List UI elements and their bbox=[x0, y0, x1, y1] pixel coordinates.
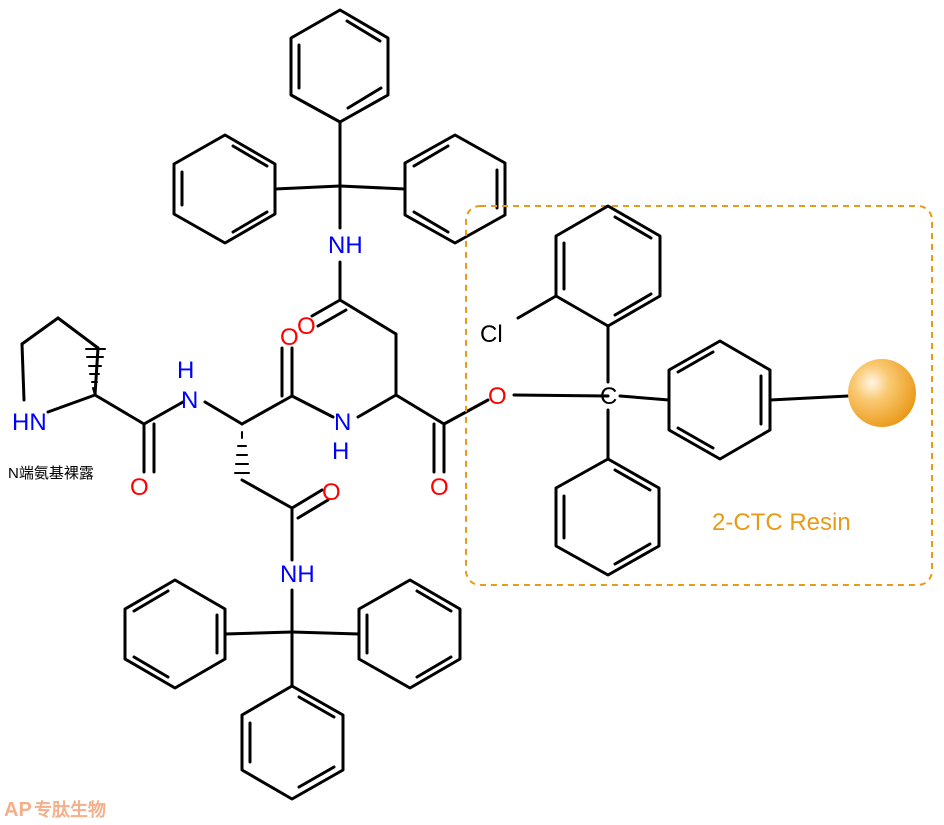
resin-bead bbox=[848, 359, 916, 427]
upper-side-nh-label: NH bbox=[328, 232, 363, 259]
n-terminus-note: N端氨基裸露 bbox=[8, 465, 94, 482]
bottom-left-phenyl-ring bbox=[123, 578, 227, 690]
peptide-backbone bbox=[142, 336, 610, 474]
bottom-trityl-group bbox=[123, 578, 462, 801]
resin-dashed-box bbox=[465, 205, 933, 586]
backbone-nh-1-label: N bbox=[181, 387, 198, 414]
top-trityl-group bbox=[172, 8, 507, 245]
chlorophenyl-ring bbox=[554, 204, 662, 328]
upper-side-carbonyl-o-label: O bbox=[297, 313, 316, 340]
pro-carbonyl-o-label: O bbox=[130, 474, 149, 501]
resin-label: 2-CTC Resin bbox=[712, 509, 851, 536]
watermark-logo: AP bbox=[4, 799, 32, 820]
resin-bottom-phenyl-ring bbox=[554, 457, 661, 577]
bottom-phenyl-ring bbox=[240, 684, 345, 801]
bottom-right-phenyl-ring bbox=[357, 578, 462, 690]
resin-group bbox=[465, 204, 933, 586]
top-phenyl-ring bbox=[289, 8, 390, 124]
proline-ring bbox=[20, 316, 146, 426]
glycine-h-label: H bbox=[177, 357, 194, 384]
linker-phenyl-ring bbox=[667, 339, 772, 461]
watermark: AP 专肽生物 bbox=[4, 799, 106, 821]
lower-side-nh-label: NH bbox=[280, 561, 315, 588]
lower-asn-sidechain bbox=[234, 431, 330, 634]
proline-nh-label: HN bbox=[12, 409, 47, 436]
trityl-c-label: C bbox=[600, 383, 617, 410]
mid-carbonyl-o-label: O bbox=[280, 324, 299, 351]
ester-o-label: O bbox=[488, 383, 507, 410]
upper-asn-sidechain bbox=[310, 260, 398, 392]
lower-side-carbonyl-o-label: O bbox=[322, 479, 341, 506]
ester-carbonyl-o-label: O bbox=[430, 474, 449, 501]
watermark-text: 专肽生物 bbox=[34, 799, 106, 820]
chloro-label: Cl bbox=[480, 321, 503, 348]
top-right-phenyl-ring bbox=[403, 133, 507, 245]
backbone-nh-2-h-label: H bbox=[332, 438, 349, 465]
backbone-nh-2-n-label: N bbox=[334, 409, 351, 436]
top-left-phenyl-ring bbox=[172, 133, 277, 245]
